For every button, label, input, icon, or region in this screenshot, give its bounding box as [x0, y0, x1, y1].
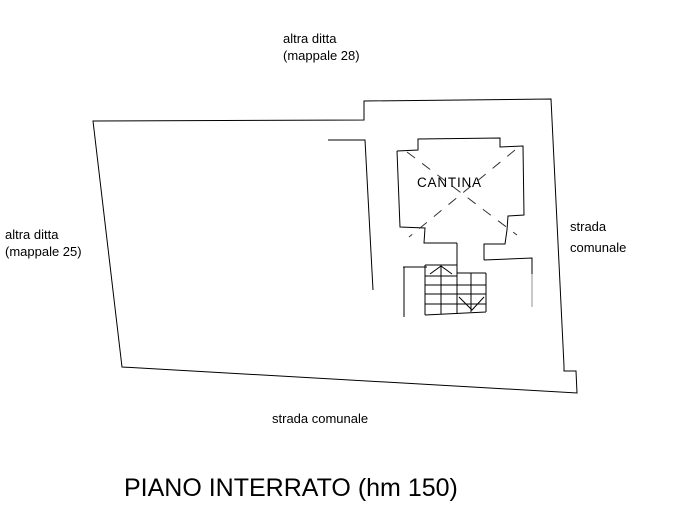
- label-left-line1: altra ditta: [5, 227, 59, 242]
- label-top-line2: (mappale 28): [283, 48, 360, 63]
- staircase-grid: [424, 264, 487, 316]
- label-top-line1: altra ditta: [283, 31, 337, 46]
- stair-down-arrow: [458, 296, 485, 311]
- corridor-right-wall: [483, 257, 533, 274]
- label-left-line2: (mappale 25): [5, 244, 82, 259]
- room-label: CANTINA: [417, 175, 482, 190]
- cantina-room-upper: [396, 137, 525, 260]
- corridor-left-wall: [403, 266, 427, 317]
- outer-boundary: [92, 98, 578, 394]
- stair-up-arrow: [429, 265, 453, 275]
- label-left-parcel: altra ditta (mappale 25): [5, 226, 82, 260]
- label-right-road: strada comunale: [570, 216, 626, 258]
- room-diagonal-cross: [406, 149, 518, 238]
- label-right-line2: comunale: [570, 240, 627, 255]
- plan-title: PIANO INTERRATO (hm 150): [124, 474, 458, 502]
- inner-wall: [328, 139, 374, 291]
- label-bottom-road: strada comunale: [272, 411, 369, 426]
- label-top-parcel: altra ditta (mappale 28): [283, 30, 360, 64]
- cantina-room-left: [396, 150, 457, 244]
- label-right-line1: strada: [570, 219, 607, 234]
